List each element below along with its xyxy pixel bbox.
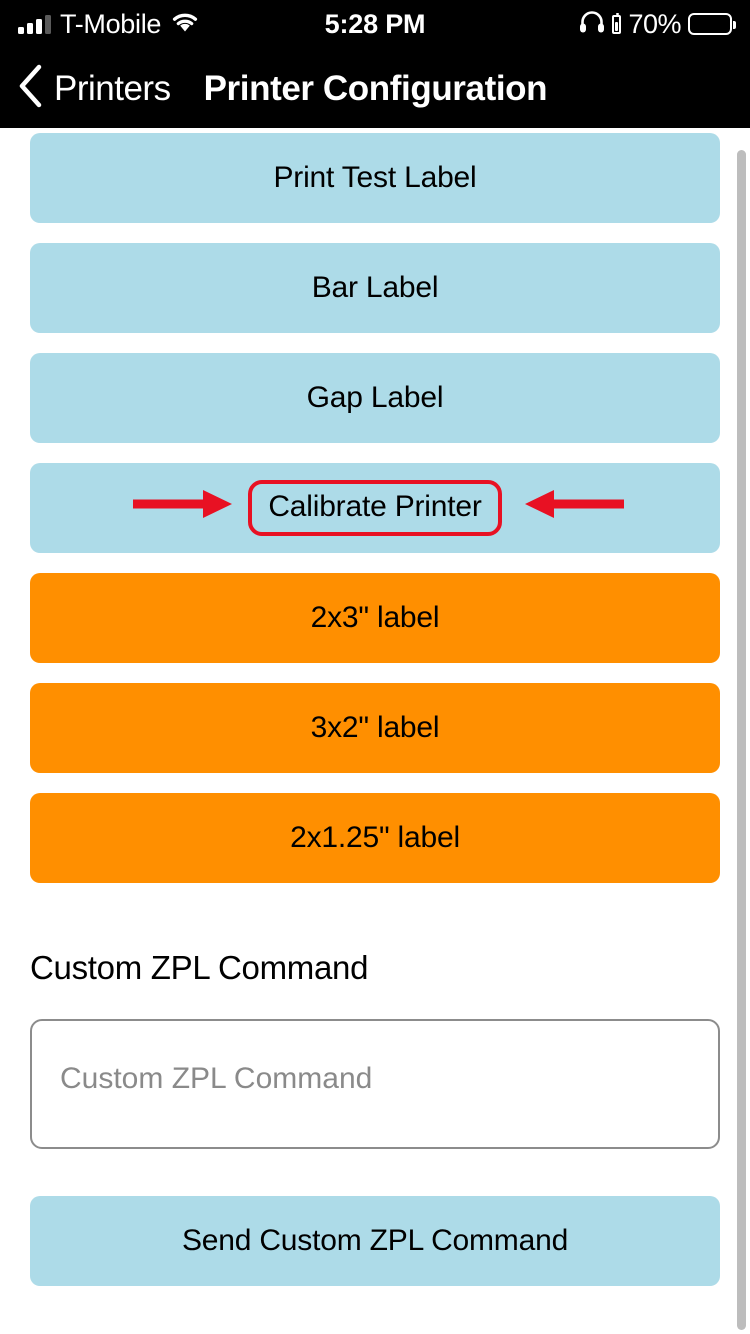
headphones-icon [579, 10, 605, 38]
bar-label-button-label: Bar Label [311, 271, 439, 304]
custom-zpl-heading: Custom ZPL Command [30, 949, 369, 986]
chevron-left-icon [16, 63, 44, 114]
label-2x1-25-button-label: 2x1.25" label [290, 821, 460, 854]
scroll-content: Print Test Label Bar Label Gap Label Cal… [0, 128, 750, 1334]
print-test-label-button-label: Print Test Label [273, 161, 477, 194]
gap-label-button-label: Gap Label [306, 381, 444, 414]
carrier-label: T-Mobile [60, 8, 162, 39]
back-button[interactable]: Printers [16, 63, 171, 114]
status-bar-right: 70% [579, 8, 736, 39]
bar-label-button[interactable]: Bar Label [30, 243, 720, 333]
label-2x3-button[interactable]: 2x3" label [30, 573, 720, 663]
print-test-label-button[interactable]: Print Test Label [30, 133, 720, 223]
calibrate-printer-annotation: Calibrate Printer [133, 480, 624, 536]
signal-bars-icon [18, 14, 51, 34]
wifi-icon [170, 11, 200, 38]
section-spacer [0, 903, 750, 951]
status-bar-left: T-Mobile [18, 8, 200, 39]
scrollbar[interactable] [737, 128, 746, 1334]
send-custom-zpl-button-label: Send Custom ZPL Command [181, 1224, 569, 1257]
label-3x2-button-label: 3x2" label [310, 711, 440, 744]
calibrate-printer-button-label: Calibrate Printer [248, 480, 502, 536]
custom-zpl-input[interactable] [30, 1019, 720, 1149]
annotation-arrow-right-pointing-icon [133, 487, 233, 529]
label-2x3-button-label: 2x3" label [310, 601, 440, 634]
calibrate-printer-button[interactable]: Calibrate Printer [30, 463, 720, 553]
send-custom-zpl-button[interactable]: Send Custom ZPL Command [30, 1196, 720, 1286]
headphones-battery-icon [612, 12, 622, 34]
annotation-arrow-left-pointing-icon [524, 487, 624, 529]
battery-percent-label: 70% [628, 8, 681, 39]
gap-label-button[interactable]: Gap Label [30, 353, 720, 443]
navigation-bar: Printers Printer Configuration [0, 48, 750, 128]
label-2x1-25-button[interactable]: 2x1.25" label [30, 793, 720, 883]
label-3x2-button[interactable]: 3x2" label [30, 683, 720, 773]
status-bar: T-Mobile 5:28 PM 70% [0, 0, 750, 48]
battery-icon [688, 13, 736, 35]
back-button-label: Printers [54, 68, 171, 108]
page-title: Printer Configuration [203, 68, 548, 108]
scrollbar-thumb[interactable] [737, 150, 746, 1330]
